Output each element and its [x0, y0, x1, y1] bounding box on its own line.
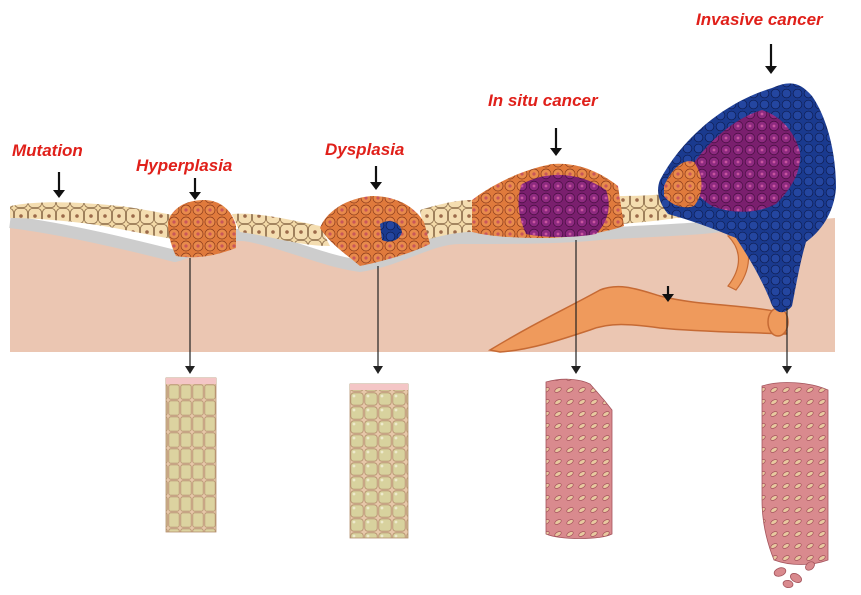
label-dysplasia: Dysplasia — [325, 141, 404, 158]
arrow-down-icon — [765, 66, 777, 74]
label-hyperplasia: Hyperplasia — [136, 157, 232, 174]
label-mutation: Mutation — [12, 142, 83, 159]
connector-arrowheads — [185, 366, 792, 374]
cell-column-hyperplasia — [166, 378, 216, 532]
cell-column-in-situ — [546, 379, 612, 538]
cell-column-dysplasia — [350, 384, 408, 538]
arrow-down-icon — [373, 366, 383, 374]
arrow-down-icon — [189, 192, 201, 200]
label-in-situ-cancer: In situ cancer — [488, 92, 598, 109]
arrow-down-icon — [550, 148, 562, 156]
cell-column-invasive — [762, 383, 828, 589]
arrow-down-icon — [782, 366, 792, 374]
vessel-end — [768, 308, 788, 336]
arrow-down-icon — [185, 366, 195, 374]
arrow-down-icon — [370, 182, 382, 190]
arrow-down-icon — [53, 190, 65, 198]
arrow-down-icon — [571, 366, 581, 374]
in-situ-purple-mass — [519, 175, 609, 237]
hyperplasia-lesion — [168, 200, 236, 257]
label-invasive-cancer: Invasive cancer — [696, 11, 823, 28]
